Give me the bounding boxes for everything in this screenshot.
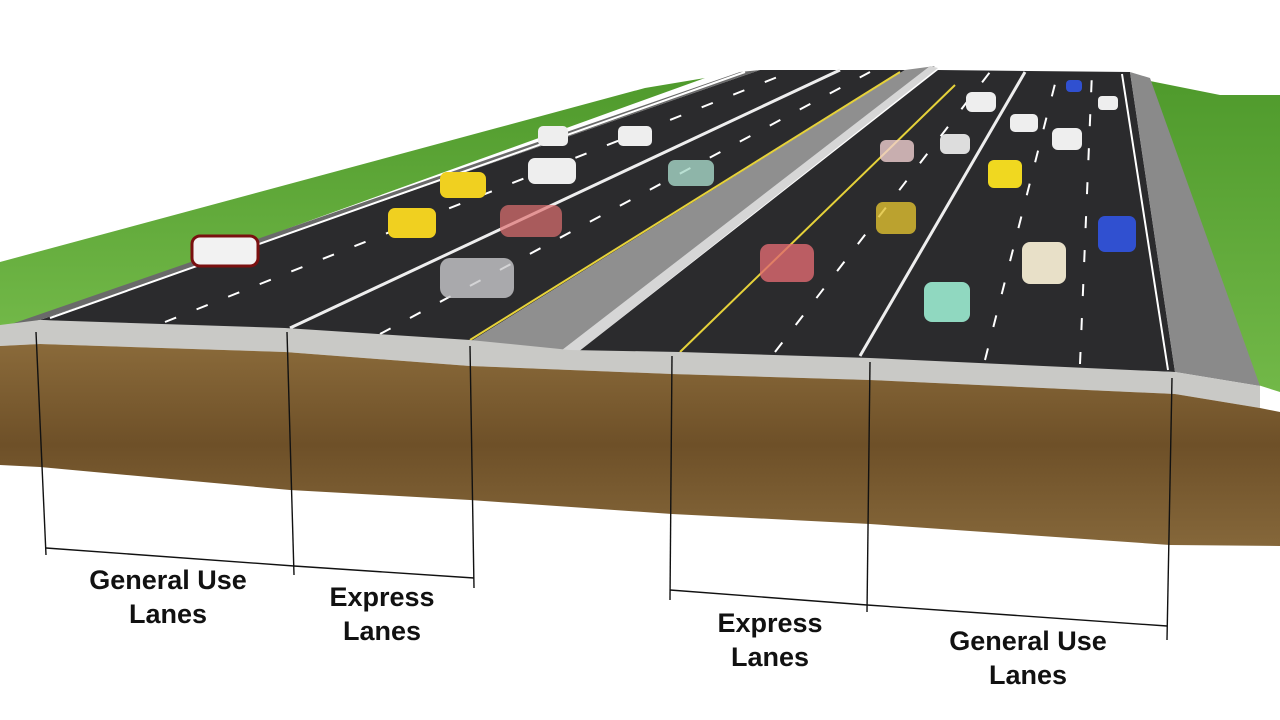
label-line: Express — [717, 608, 823, 638]
label-line: Lanes — [128, 599, 208, 629]
label-express-lanes-right: Express Lanes — [640, 606, 900, 674]
soil-cross-section — [0, 344, 1280, 546]
label-line: General Use — [89, 565, 247, 595]
vehicles — [190, 80, 1136, 322]
right-shoulder — [1130, 72, 1260, 386]
label-general-use-lanes-right: General Use Lanes — [898, 624, 1158, 692]
median-barrier — [562, 66, 938, 352]
pavement-edge — [0, 320, 1260, 408]
label-line: Lanes — [730, 642, 810, 672]
grass-left — [0, 78, 705, 328]
label-general-use-lanes-left: General Use Lanes — [38, 563, 298, 631]
dimension-lines — [35, 331, 1173, 641]
label-line: General Use — [949, 626, 1107, 656]
label-line: Lanes — [988, 660, 1068, 690]
median — [470, 66, 935, 352]
label-line: Express — [329, 582, 435, 612]
label-express-lanes-left: Express Lanes — [252, 580, 512, 648]
grass-right — [1145, 80, 1280, 392]
left-roadway — [40, 70, 905, 342]
label-line: Lanes — [342, 616, 422, 646]
